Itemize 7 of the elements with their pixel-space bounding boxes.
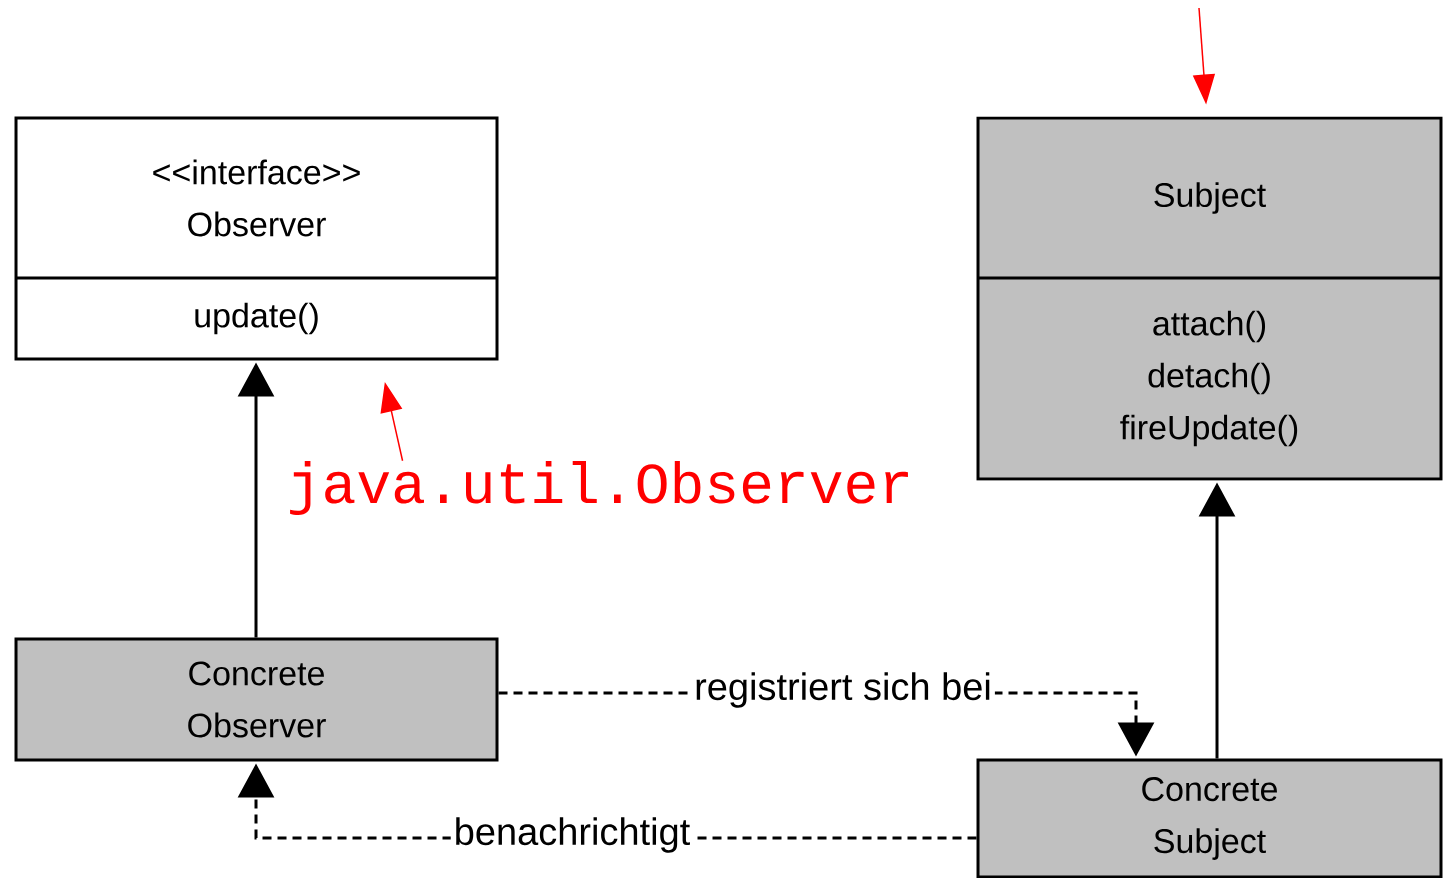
class-name-label: java.util.Observer [290, 460, 908, 515]
class-box: Subject attach() detach() fireUpdate() [976, 116, 1443, 481]
edge-label: benachrichtigt [450, 814, 694, 856]
class-box: Concrete Subject [976, 758, 1443, 878]
edge-label: registriert sich bei [691, 669, 995, 711]
class-box: <<interface>> Observer update() [14, 116, 499, 361]
class-box: Concrete Observer [14, 637, 499, 762]
